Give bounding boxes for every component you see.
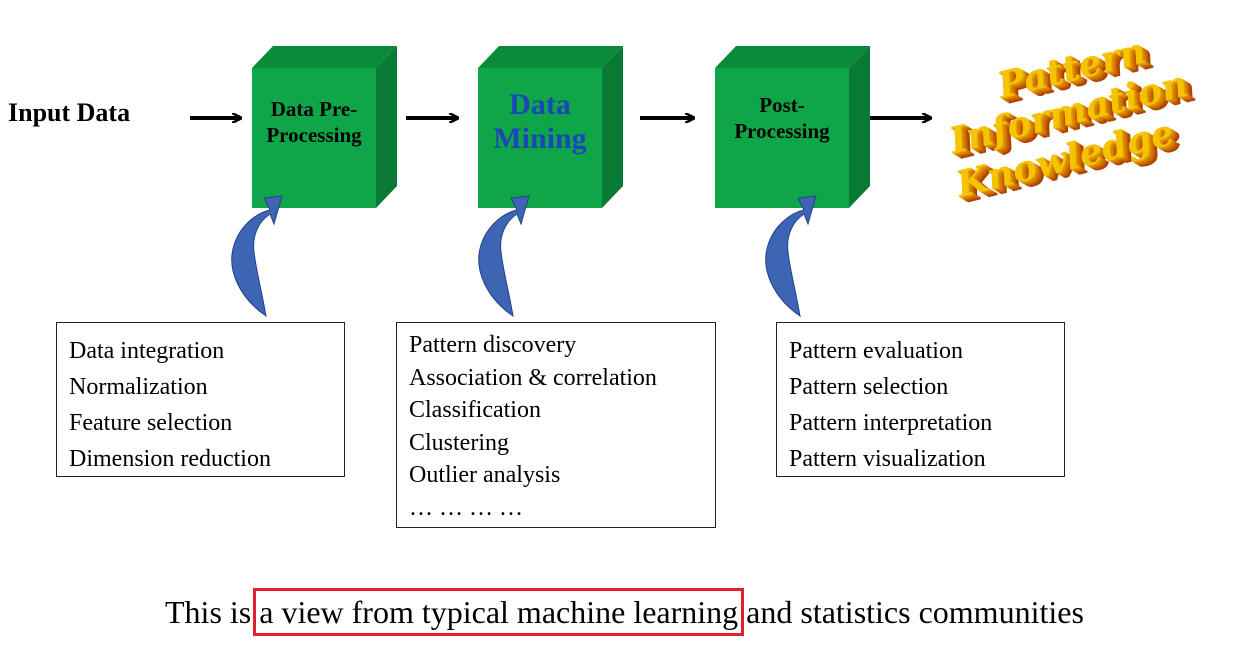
curved-arrow-2 — [478, 195, 530, 318]
list-item: Classification — [409, 397, 541, 423]
stage-3-label-line: Processing — [734, 119, 830, 144]
postprocessing-tasks-box: Pattern evaluation Pattern selection Pat… — [776, 322, 1065, 477]
list-item: Pattern discovery — [409, 332, 577, 358]
preprocessing-tasks-box: Data integration Normalization Feature s… — [56, 322, 345, 477]
stage-3-label: Post- Processing — [715, 92, 849, 145]
stage-cube-3 — [715, 46, 870, 208]
stage-cube-2 — [478, 46, 623, 208]
list-item: Data integration — [69, 338, 225, 364]
curved-arrow-1 — [231, 195, 283, 318]
list-item: Clustering — [409, 429, 509, 456]
caption-before: This is — [165, 594, 260, 630]
input-data-label: Input Data — [8, 98, 131, 127]
data-mining-tasks-box: Pattern discovery Association & correlat… — [396, 322, 716, 528]
stage-1-label: Data Pre- Processing — [252, 96, 376, 149]
caption: This is a view from typical machine lear… — [165, 588, 1084, 636]
list-item: Pattern visualization — [789, 446, 986, 472]
stage-2-label-line: Data — [509, 88, 571, 121]
list-item: Association & correlation — [409, 364, 657, 391]
curved-arrow-3 — [765, 195, 817, 318]
list-item: Normalization — [69, 374, 208, 400]
list-item: … … … … — [409, 494, 523, 521]
stage-cube-1 — [252, 46, 397, 208]
caption-highlight: a view from typical machine learning — [253, 588, 745, 636]
stage-1-label-line: Data Pre- — [270, 97, 358, 121]
list-item: Pattern evaluation — [789, 338, 963, 364]
stage-2-label: Data Mining — [478, 88, 602, 155]
list-item: Pattern selection — [789, 374, 949, 400]
list-item: Feature selection — [69, 410, 233, 436]
list-item: Dimension reduction — [69, 446, 271, 472]
list-item: Outlier analysis — [409, 462, 561, 488]
stage-2-label-line: Mining — [493, 121, 587, 155]
stage-1-label-line: Processing — [266, 123, 362, 148]
caption-after: and statistics communities — [738, 594, 1084, 630]
stage-3-label-line: Post- — [759, 93, 805, 117]
list-item: Pattern interpretation — [789, 410, 993, 436]
